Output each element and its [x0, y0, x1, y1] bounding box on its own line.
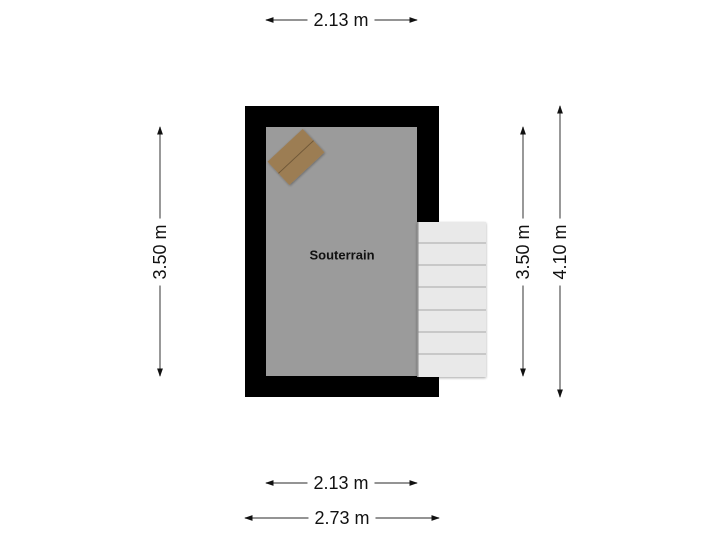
dimension-top-width: 2.13 m [307, 10, 375, 30]
room-label: Souterrain [309, 247, 375, 263]
dimension-left-height: 3.50 m [150, 218, 170, 286]
dimension-bottom-outer-width: 2.73 m [308, 508, 376, 528]
stair-steps [418, 242, 486, 355]
dimension-right-inner-height: 3.50 m [513, 218, 533, 286]
dimension-right-outer-height: 4.10 m [550, 218, 570, 286]
dimension-bottom-inner-width: 2.13 m [307, 473, 375, 493]
stairs [417, 222, 486, 377]
furniture-cabinet [267, 128, 325, 186]
stair-body [418, 222, 486, 377]
